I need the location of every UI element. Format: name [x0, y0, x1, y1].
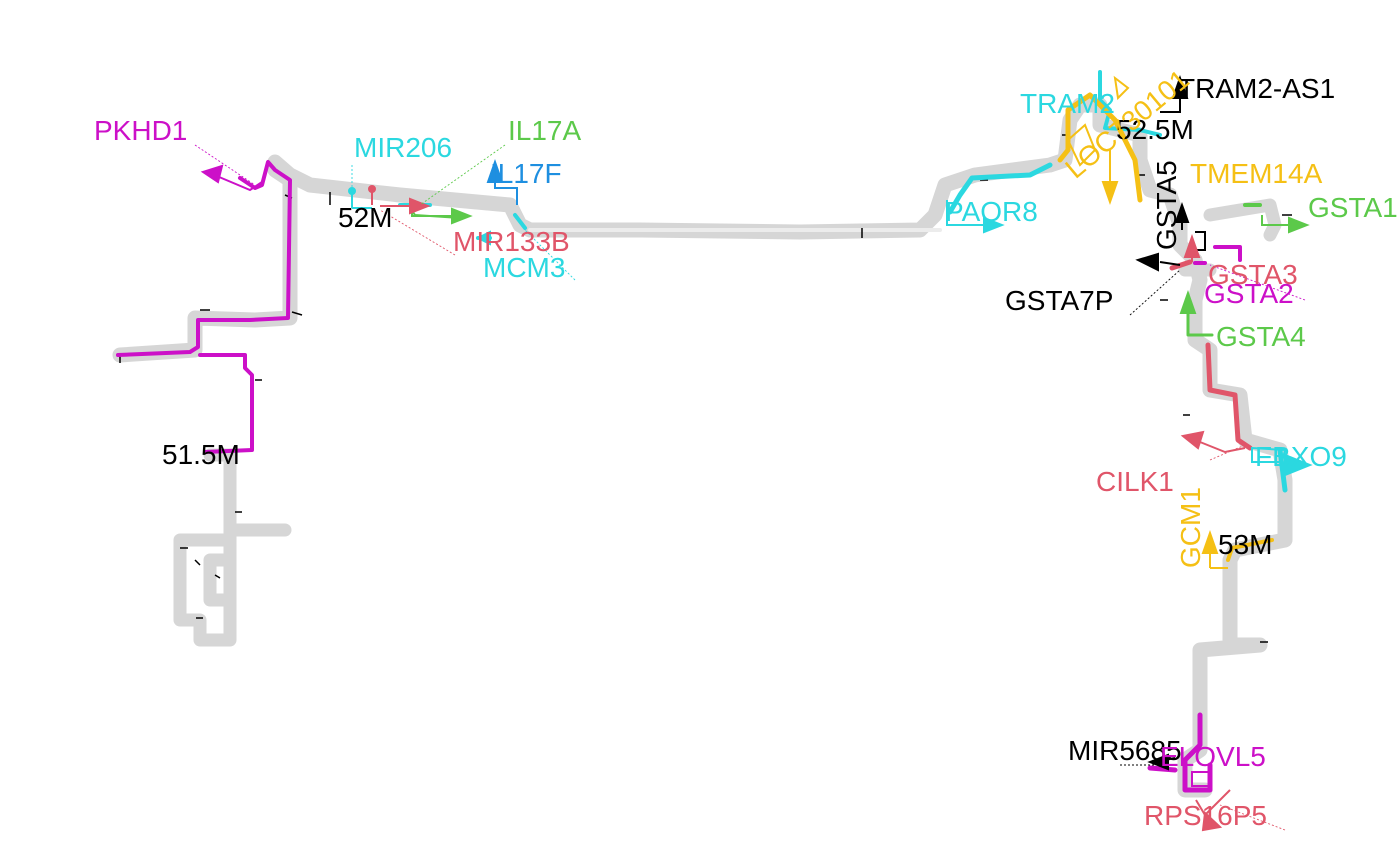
- segment-tram2: [1098, 70, 1162, 137]
- gene-label-gsta5: GSTA5: [1151, 160, 1182, 250]
- arrow-tram2-as1: [1160, 74, 1189, 113]
- gene-label-gsta7p: GSTA7P: [1005, 285, 1113, 316]
- arrow-fbxo9: [1251, 446, 1313, 477]
- pos-label-52-5m: 52.5M: [1116, 114, 1194, 145]
- segment-cilk1: [1205, 342, 1253, 451]
- backbone-path: [112, 97, 1293, 798]
- gene-label-gsta1: GSTA1: [1308, 192, 1398, 223]
- gene-label-mir5685: MIR5685: [1068, 735, 1182, 766]
- gene-label-gsta2: GSTA2: [1204, 278, 1294, 309]
- arrow-gsta3: [1183, 233, 1201, 262]
- gene-label-fbxo9: FBXO9: [1255, 441, 1347, 472]
- pos-label-51-5m: 51.5M: [162, 439, 240, 470]
- arrow-mir133b: [368, 185, 431, 215]
- arrow-pkhd1: [200, 164, 263, 192]
- gene-label-cilk1: CILK1: [1096, 466, 1174, 497]
- arrow-paqr8: [946, 200, 1005, 234]
- arrow-tmem14a: [1066, 75, 1130, 206]
- gene-label-tmem14a: TMEM14A: [1190, 158, 1323, 189]
- arrow-gsta1: [1261, 215, 1310, 234]
- segment-fbxo9: [1277, 447, 1288, 493]
- arrow-gsta4: [1179, 289, 1197, 330]
- gene-label-pkhd1: PKHD1: [94, 115, 187, 146]
- gene-label-il17a: IL17A: [508, 115, 581, 146]
- segment-gsta3: [1169, 259, 1193, 271]
- gene-label-mir133b: MIR133B: [453, 226, 570, 257]
- gene-label-paqr8: PAQR8: [945, 196, 1038, 227]
- segment-gcm1: [1226, 538, 1274, 562]
- arrow-mir5685: [1147, 753, 1176, 771]
- gene-label-mir206: MIR206: [354, 132, 452, 163]
- arrow-il17f: [486, 158, 518, 205]
- arrow-gsta5: [1174, 201, 1206, 251]
- label-leaders: [194, 144, 1306, 831]
- gene-label-il17f: IL17F: [490, 158, 562, 189]
- segment-pkhd1-lower: [198, 353, 254, 454]
- arrow-gsta7p: [1135, 252, 1181, 272]
- gene-label-elovl5: ELOVL5: [1160, 741, 1266, 772]
- segment-loc730101: [1057, 92, 1143, 203]
- segment-gsta2: [1193, 245, 1242, 265]
- gene-label-tram2-as1: TRAM2-AS1: [1178, 73, 1335, 104]
- segment-pkhd1: [116, 160, 292, 357]
- gene-label-tram2: TRAM2: [1020, 88, 1115, 119]
- arrow-cilk1: [1180, 430, 1246, 454]
- gene-label-rps16p5: RPS16P5: [1144, 800, 1267, 831]
- arrow-elovl5: [1191, 771, 1211, 787]
- arrow-mcm3: [475, 230, 491, 246]
- position-labels: 51.5M 52M 52.5M 53M: [162, 114, 1272, 560]
- gene-label-gsta3: GSTA3: [1208, 259, 1298, 290]
- gene-label-gcm1: GCM1: [1175, 487, 1206, 568]
- arrow-gcm1: [1201, 529, 1228, 569]
- pos-label-53m: 53M: [1218, 529, 1272, 560]
- tss-arrows: [200, 74, 1313, 832]
- gene-label-gsta4: GSTA4: [1216, 321, 1306, 352]
- gene-label-mcm3: MCM3: [483, 252, 565, 283]
- arrow-mir206: [348, 187, 372, 209]
- segment-paqr8: [947, 162, 1053, 215]
- arrow-rps16p5: [1195, 789, 1231, 832]
- pos-label-52m: 52M: [338, 202, 392, 233]
